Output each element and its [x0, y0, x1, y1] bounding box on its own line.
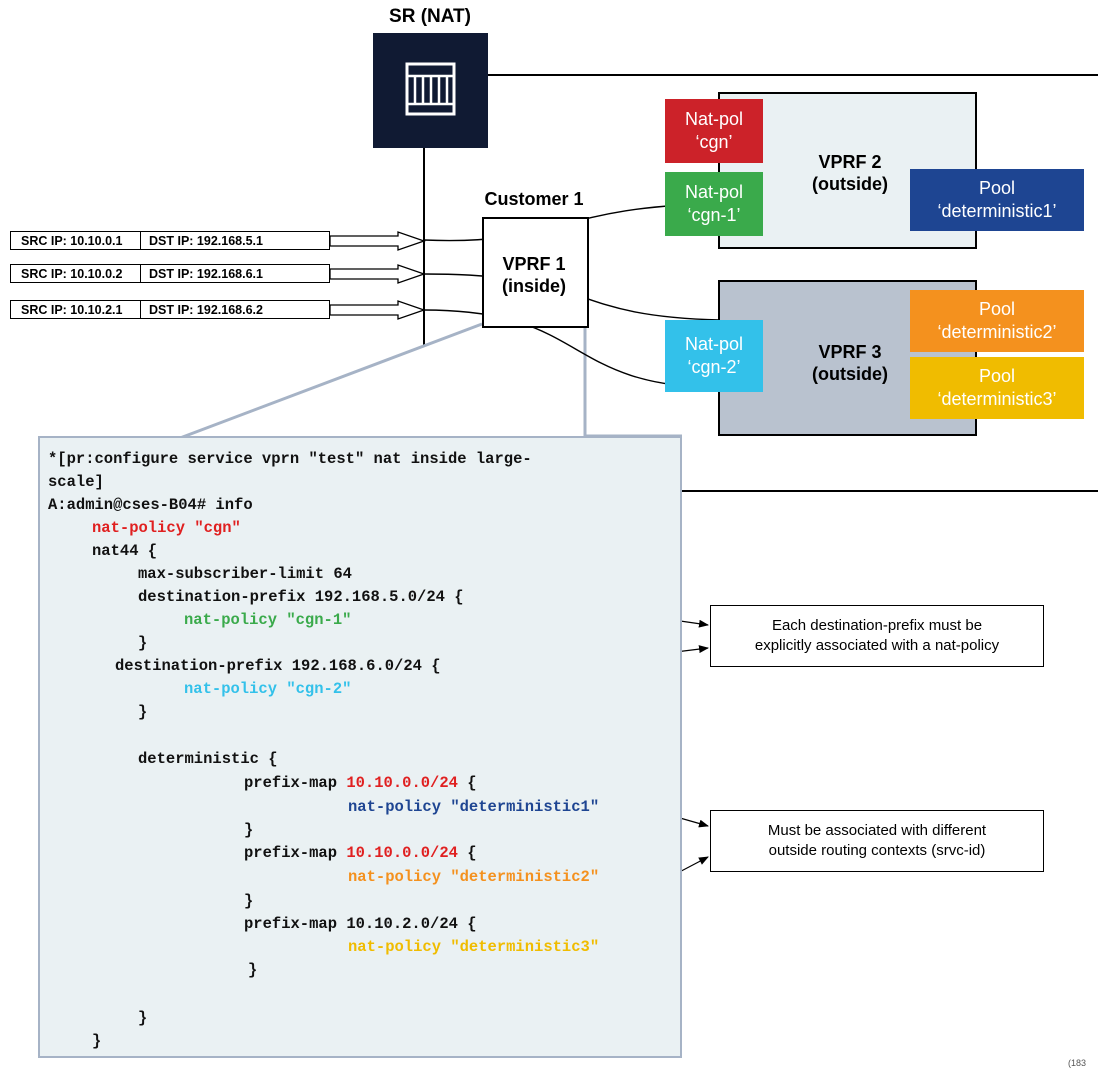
vprf3-name: VPRF 3	[818, 342, 882, 362]
pool-1-name: ‘deterministic1’	[937, 201, 1057, 221]
note-1-line-2: explicitly associated with a nat-policy	[754, 637, 1000, 654]
pool-3-title: Pool	[978, 366, 1016, 386]
packet-arrow-3	[329, 300, 426, 320]
router-icon	[405, 62, 456, 116]
pool-1-title: Pool	[978, 178, 1016, 198]
pool-2-name: ‘deterministic2’	[937, 322, 1057, 342]
vprf1-role: (inside)	[501, 276, 566, 296]
vprf3-label: VPRF 3 (outside)	[790, 341, 910, 385]
config-nat44: nat44 {	[92, 542, 158, 560]
note-2-line-2: outside routing contexts (srvc-id)	[768, 842, 986, 859]
packet-arrow-2	[329, 264, 426, 284]
nat-policy-cgn-title: Nat-pol	[684, 109, 744, 129]
config-brace-7: }	[92, 1032, 102, 1050]
packet-1: SRC IP: 10.10.0.1 DST IP: 192.168.5.1	[10, 231, 330, 250]
packet-1-src: SRC IP: 10.10.0.1	[11, 232, 141, 249]
vprf1-name: VPRF 1	[502, 254, 566, 274]
pool-deterministic1: Pool ‘deterministic1’	[910, 169, 1084, 231]
config-panel	[38, 436, 682, 1058]
packet-3-src: SRC IP: 10.10.2.1	[11, 301, 141, 318]
vprf2-name: VPRF 2	[818, 152, 882, 172]
figure-id: (183	[1068, 1058, 1087, 1068]
router-title: SR (NAT)	[389, 6, 471, 27]
config-brace-5: }	[248, 961, 258, 979]
pool-deterministic2: Pool ‘deterministic2’	[910, 290, 1084, 352]
prefix-map-2-keyword: prefix-map	[244, 844, 347, 862]
note-routing-contexts: Must be associated with different outsid…	[710, 810, 1044, 872]
vprf2-label: VPRF 2 (outside)	[790, 151, 910, 195]
config-deterministic: deterministic {	[138, 750, 278, 768]
prefix-map-2-prefix: 10.10.0.0/24	[346, 844, 458, 862]
packet-arrow-1	[329, 231, 426, 251]
packet-2-src: SRC IP: 10.10.0.2	[11, 265, 141, 282]
prefix-map-2-brace: {	[457, 844, 477, 862]
pool-deterministic3: Pool ‘deterministic3’	[910, 357, 1084, 419]
note-1-line-1: Each destination-prefix must be	[771, 617, 983, 634]
pool-3-name: ‘deterministic3’	[937, 389, 1057, 409]
config-brace-4: }	[244, 892, 254, 910]
pool-2-title: Pool	[978, 299, 1016, 319]
nat-policy-cgn-1: Nat-pol ‘cgn-1’	[665, 172, 763, 236]
config-nat-policy-det2: nat-policy "deterministic2"	[348, 868, 600, 886]
config-nat-policy-cgn: nat-policy "cgn"	[92, 519, 241, 537]
prefix-map-1-prefix: 10.10.0.0/24	[346, 774, 458, 792]
zoom-outline	[482, 322, 682, 438]
customer-label: Customer 1	[484, 189, 584, 209]
config-brace-3: }	[244, 821, 254, 839]
vprf2-role: (outside)	[812, 174, 888, 194]
config-line-1: *[pr:configure service vprn "test" nat i…	[48, 450, 532, 468]
packet-3: SRC IP: 10.10.2.1 DST IP: 192.168.6.2	[10, 300, 330, 319]
config-brace-1: }	[138, 634, 148, 652]
note-destination-prefix: Each destination-prefix must be explicit…	[710, 605, 1044, 667]
nat-policy-cgn-2-name: ‘cgn-2’	[687, 357, 741, 377]
vprf1-label: VPRF 1 (inside)	[484, 253, 584, 297]
config-prefix-map-1: prefix-map 10.10.0.0/24 {	[244, 772, 477, 795]
nat-policy-cgn-name: ‘cgn’	[695, 132, 733, 152]
config-brace-2: }	[138, 703, 148, 721]
config-nat-policy-det1: nat-policy "deterministic1"	[348, 798, 600, 816]
nat-policy-cgn-1-name: ‘cgn-1’	[687, 205, 741, 225]
packet-2-dst: DST IP: 192.168.6.1	[149, 266, 263, 281]
config-dest-prefix-2: destination-prefix 192.168.6.0/24 {	[115, 657, 441, 675]
config-nat-policy-det3: nat-policy "deterministic3"	[348, 938, 600, 956]
vprf1-box	[482, 217, 589, 328]
router-block	[373, 33, 488, 148]
nat-policy-cgn-2: Nat-pol ‘cgn-2’	[665, 320, 763, 392]
prefix-map-1-brace: {	[457, 774, 477, 792]
note-2-line-1: Must be associated with different	[767, 822, 987, 839]
packet-3-dst: DST IP: 192.168.6.2	[149, 302, 263, 317]
config-dest-prefix-1: destination-prefix 192.168.5.0/24 {	[138, 588, 464, 606]
config-nat-policy-cgn-2: nat-policy "cgn-2"	[184, 680, 352, 698]
config-nat-policy-cgn-1: nat-policy "cgn-1"	[184, 611, 352, 629]
packet-1-dst: DST IP: 192.168.5.1	[149, 233, 263, 248]
zoom-edge	[179, 322, 483, 440]
prefix-map-1-keyword: prefix-map	[244, 774, 347, 792]
nat-policy-cgn: Nat-pol ‘cgn’	[665, 99, 763, 163]
packet-2: SRC IP: 10.10.0.2 DST IP: 192.168.6.1	[10, 264, 330, 283]
config-brace-6: }	[138, 1009, 148, 1027]
nat-policy-cgn-2-title: Nat-pol	[684, 334, 744, 354]
config-prompt: A:admin@cses-B04# info	[48, 496, 253, 514]
config-prefix-map-2: prefix-map 10.10.0.0/24 {	[244, 842, 477, 865]
vprf3-role: (outside)	[812, 364, 888, 384]
config-max-subscriber: max-subscriber-limit 64	[138, 565, 352, 583]
config-prefix-map-3: prefix-map 10.10.2.0/24 {	[244, 915, 477, 933]
config-line-2: scale]	[48, 473, 104, 491]
nat-policy-cgn-1-title: Nat-pol	[684, 182, 744, 202]
